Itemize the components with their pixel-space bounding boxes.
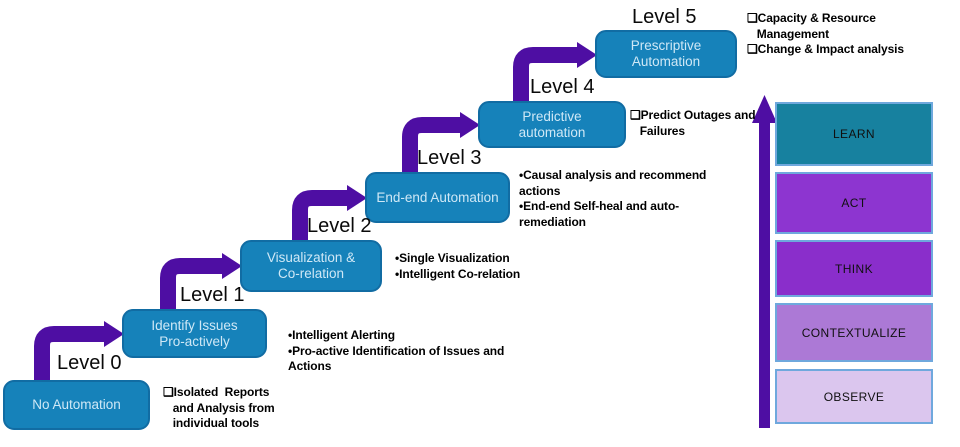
level-2-box-text: Visualization & Co-relation	[266, 250, 356, 281]
sidebar-item-learn-label: LEARN	[832, 127, 875, 141]
level-1-box: Identify Issues Pro-actively	[122, 309, 267, 358]
level-2-box: Visualization & Co-relation	[240, 240, 382, 292]
sidebar-item-contextualize: CONTEXTUALIZE	[775, 303, 933, 362]
level-0-box: No Automation	[3, 380, 150, 430]
sidebar-item-act: ACT	[775, 172, 933, 234]
sidebar-item-contextualize-label: CONTEXTUALIZE	[801, 325, 907, 340]
sidebar-item-act-label: ACT	[841, 196, 867, 210]
level-1-desc: •Intelligent Alerting •Pro-active Identi…	[288, 328, 505, 373]
arrow-level4-to-level5	[513, 42, 597, 106]
arrow-level1-to-level2	[160, 253, 242, 314]
level-3-box-text: End-end Automation	[376, 189, 499, 205]
level-2-label: Level 2	[307, 215, 372, 237]
level-4-desc: ❑Predict Outages and Failures	[630, 108, 756, 138]
arrow-level0-to-level1	[34, 321, 124, 383]
level-0-label: Level 0	[57, 352, 122, 374]
level-5-label: Level 5	[632, 6, 697, 28]
level-2-desc: •Single Visualization •Intelligent Co-re…	[395, 251, 521, 281]
level-5-box: Prescriptive Automation	[595, 30, 737, 78]
level-1-box-text: Identify Issues Pro-actively	[151, 317, 238, 349]
level-5-desc: ❑Capacity & Resource Management ❑Change …	[747, 11, 904, 56]
arrow-level3-to-level4	[402, 112, 480, 177]
level-1-label: Level 1	[180, 284, 245, 306]
sidebar-item-observe: OBSERVE	[775, 369, 933, 424]
level-0-desc: ❑Isolated Reports and Analysis from indi…	[163, 385, 275, 430]
level-4-label: Level 4	[530, 76, 595, 98]
level-3-desc: •Causal analysis and recommend actions •…	[519, 168, 707, 229]
sidebar-item-observe-label: OBSERVE	[823, 389, 885, 404]
level-3-label: Level 3	[417, 147, 482, 169]
level-0-box-text: No Automation	[32, 397, 121, 412]
sidebar-item-think-label: THINK	[835, 261, 873, 276]
level-3-box: End-end Automation	[365, 172, 510, 223]
level-4-box: Predictive automation	[478, 101, 626, 148]
sidebar-item-think: THINK	[775, 240, 933, 297]
sidebar-item-learn: LEARN	[775, 102, 933, 166]
level-4-box-text: Predictive automation	[518, 108, 586, 140]
maturity-up-arrow	[752, 95, 777, 428]
level-5-box-text: Prescriptive Automation	[630, 38, 702, 69]
arrow-level2-to-level3	[292, 185, 367, 245]
